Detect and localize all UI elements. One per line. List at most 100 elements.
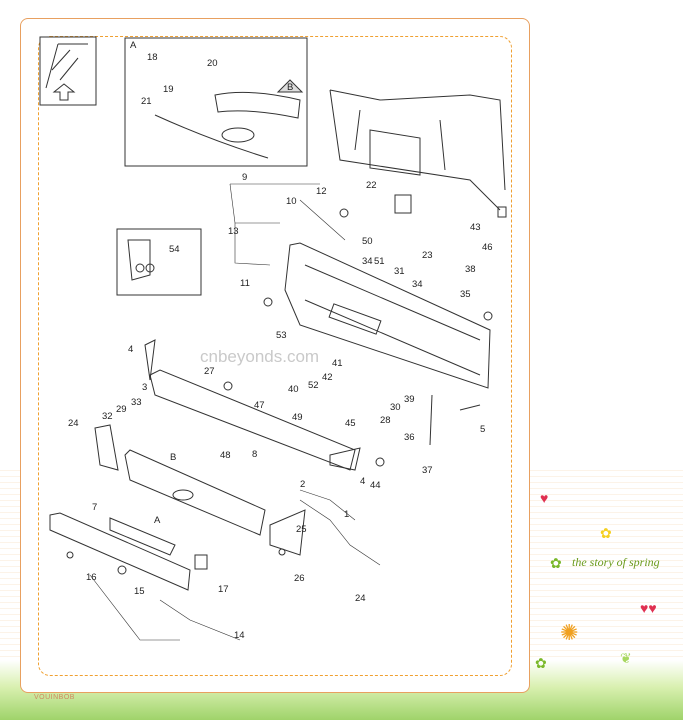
clip-17 bbox=[194, 554, 208, 570]
part-label: 36 bbox=[404, 432, 415, 443]
grille-trim-detail bbox=[214, 91, 301, 119]
part-label: 41 bbox=[332, 358, 343, 369]
cab-support bbox=[369, 129, 421, 176]
bracket-22 bbox=[394, 194, 412, 214]
brand-mark: VOUINBOB bbox=[34, 694, 75, 701]
part-label: 22 bbox=[366, 180, 377, 191]
part-label: 2 bbox=[300, 479, 305, 490]
spoiler-insert bbox=[109, 517, 176, 556]
part-label: 39 bbox=[404, 394, 415, 405]
part-label: 34 bbox=[412, 279, 423, 290]
part-label: 52 bbox=[308, 380, 319, 391]
part-label: 18 bbox=[147, 52, 158, 63]
nut-27 bbox=[223, 381, 233, 391]
part-label: 46 bbox=[482, 242, 493, 253]
bolt-5 bbox=[459, 404, 481, 411]
part-label: 42 bbox=[322, 372, 333, 383]
part-label: 10 bbox=[286, 196, 297, 207]
part-label: 35 bbox=[460, 289, 471, 300]
bolt-11 bbox=[263, 297, 273, 307]
part-label: 48 bbox=[220, 450, 231, 461]
part-label: 28 bbox=[380, 415, 391, 426]
part-label: 26 bbox=[294, 573, 305, 584]
part-label: 11 bbox=[240, 278, 250, 289]
up-arrow-icon bbox=[52, 83, 76, 101]
part-label: 1 bbox=[344, 509, 349, 520]
side-cap-right bbox=[269, 509, 306, 556]
part-label: 24 bbox=[68, 418, 79, 429]
part-label: 51 bbox=[374, 256, 385, 267]
bolt-12 bbox=[339, 208, 349, 218]
bumper-main-panel bbox=[284, 242, 491, 389]
part-label: 14 bbox=[234, 630, 245, 641]
part-label: 49 bbox=[292, 412, 303, 423]
cherry-icon: ♥ bbox=[540, 490, 549, 506]
part-label: 33 bbox=[131, 397, 142, 408]
part-label: 21 bbox=[141, 96, 152, 107]
detail-letter-a: A bbox=[130, 40, 137, 51]
part-label: 47 bbox=[254, 400, 265, 411]
cherries-icon: ♥♥ bbox=[640, 600, 657, 616]
part-label: 15 bbox=[134, 586, 145, 597]
clip-43 bbox=[497, 206, 507, 218]
leaf-icon: ❦ bbox=[620, 650, 632, 666]
part-label: 16 bbox=[86, 572, 97, 583]
flower-icon: ✿ bbox=[600, 525, 612, 541]
bracket-hole-2 bbox=[145, 263, 155, 273]
part-label: 50 bbox=[362, 236, 373, 247]
part-label: 5 bbox=[480, 424, 485, 435]
clip-26 bbox=[278, 548, 286, 556]
part-label: 3 bbox=[142, 382, 147, 393]
rod-36 bbox=[429, 394, 433, 446]
chrome-strip-detail bbox=[154, 114, 269, 159]
cab-frame bbox=[329, 89, 506, 211]
grille-emblem bbox=[172, 489, 194, 501]
part-label: 12 bbox=[316, 186, 327, 197]
part-labels: 1 2 3 4 4 5 7 8 9 10 11 12 13 14 15 16 1… bbox=[68, 52, 493, 641]
sun-flower-icon: ✺ bbox=[560, 620, 579, 645]
lower-spoiler bbox=[49, 512, 191, 591]
grille-ref-label: A bbox=[154, 515, 161, 526]
bracket-hole-1 bbox=[135, 263, 145, 273]
part-label: 37 bbox=[422, 465, 433, 476]
part-label: 38 bbox=[465, 264, 476, 275]
part-label: 4 bbox=[360, 476, 365, 487]
clover-icon-2: ✿ bbox=[535, 655, 547, 671]
part-label: 40 bbox=[288, 384, 299, 395]
grille bbox=[124, 449, 266, 536]
leader-lines bbox=[89, 183, 381, 641]
part-label: 13 bbox=[228, 226, 239, 237]
clip-16 bbox=[66, 551, 74, 559]
part-label: 25 bbox=[296, 524, 307, 535]
clover-icon: ✿ bbox=[550, 555, 562, 571]
part-label: 19 bbox=[163, 84, 174, 95]
part-label: 29 bbox=[116, 404, 127, 415]
bumper-slot bbox=[328, 303, 382, 335]
part-label: 44 bbox=[370, 480, 381, 491]
ref-b-label-lower: B bbox=[170, 452, 176, 463]
bumper-panel-ribs bbox=[304, 264, 481, 376]
ref-b-triangle bbox=[276, 79, 304, 93]
ref-b-label: B bbox=[287, 82, 293, 93]
side-cap-left bbox=[94, 424, 119, 471]
part-label: 8 bbox=[252, 449, 257, 460]
part-label: 30 bbox=[390, 402, 401, 413]
part-label: 43 bbox=[470, 222, 481, 233]
bolt-44 bbox=[375, 457, 385, 467]
emblem-detail bbox=[221, 127, 255, 143]
corner-cap bbox=[329, 447, 361, 471]
part-label: 54 bbox=[169, 244, 180, 255]
bracket-part bbox=[127, 239, 151, 281]
part-label: 24 bbox=[355, 593, 366, 604]
nut-35 bbox=[483, 311, 493, 321]
orientation-sketch bbox=[45, 43, 88, 89]
part-label: 45 bbox=[345, 418, 356, 429]
part-label: 4 bbox=[128, 344, 133, 355]
lower-bumper-bar bbox=[149, 369, 356, 471]
part-label: 23 bbox=[422, 250, 433, 261]
screw-15 bbox=[117, 565, 127, 575]
part-label: 53 bbox=[276, 330, 287, 341]
part-label: 20 bbox=[207, 58, 218, 69]
part-label: 27 bbox=[204, 366, 215, 377]
